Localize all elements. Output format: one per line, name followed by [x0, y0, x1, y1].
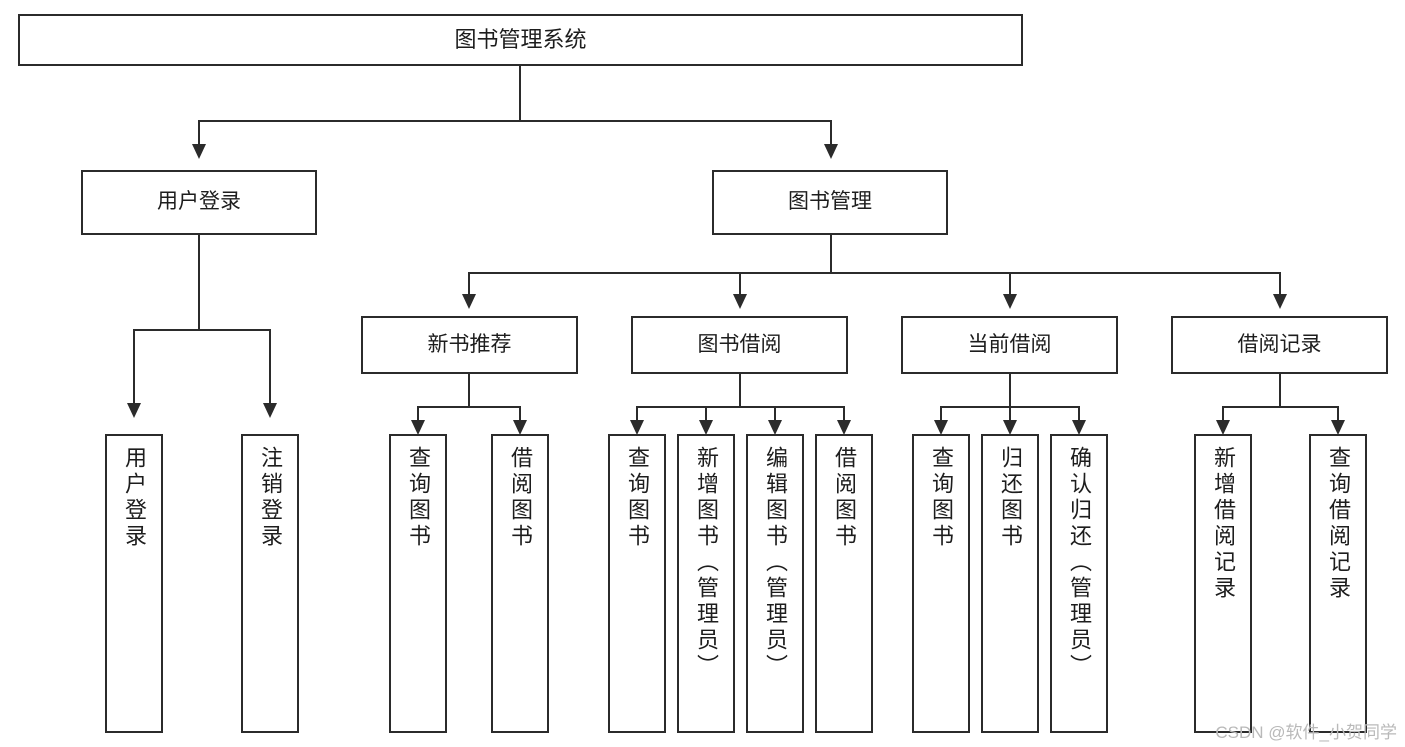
- connector-new-book-rec-stem: [468, 374, 470, 408]
- connector-to-current-borrow: [1009, 272, 1011, 296]
- arrowhead-leaf-borrow-book-2: [837, 420, 851, 435]
- arrowhead-leaf-borrow-book-1: [513, 420, 527, 435]
- node-book-borrow[interactable]: 图书借阅: [631, 316, 848, 374]
- connector-current-borrow-stem: [1009, 374, 1011, 408]
- node-label: 借阅图书: [832, 446, 857, 550]
- leaf-edit-book-admin[interactable]: 编辑图书（管理员）: [746, 434, 804, 733]
- arrowhead-leaf-logout: [263, 403, 277, 418]
- connector-new-book-rec-left: [417, 406, 419, 422]
- connector-borrow-record-bus: [1222, 406, 1339, 408]
- node-label: 新书推荐: [427, 332, 512, 356]
- node-label: 新增借阅记录: [1211, 446, 1236, 602]
- arrowhead-leaf-add-record: [1216, 420, 1230, 435]
- node-current-borrow[interactable]: 当前借阅: [901, 316, 1118, 374]
- node-label: 当前借阅: [967, 332, 1052, 356]
- connector-current-borrow-c3: [1078, 406, 1080, 422]
- node-label: 用户登录: [157, 190, 241, 214]
- connector-current-borrow-c2: [1009, 406, 1011, 422]
- arrowhead-leaf-query-book-1: [411, 420, 425, 435]
- node-label: 新增图书（管理员）: [694, 446, 719, 680]
- connector-to-book-borrow: [739, 272, 741, 296]
- connector-user-login-left: [133, 329, 135, 405]
- node-label: 图书借阅: [697, 332, 782, 356]
- leaf-add-book-admin[interactable]: 新增图书（管理员）: [677, 434, 735, 733]
- arrowhead-leaf-query-book-2: [630, 420, 644, 435]
- connector-user-login-bus: [133, 329, 270, 331]
- arrowhead-leaf-query-record: [1331, 420, 1345, 435]
- node-label: 归还图书: [998, 446, 1023, 550]
- leaf-borrow-book-2[interactable]: 借阅图书: [815, 434, 873, 733]
- arrowhead-new-book-rec: [462, 294, 476, 309]
- connector-root-to-user-login: [198, 120, 200, 146]
- connector-book-borrow-stem: [739, 374, 741, 408]
- arrowhead-borrow-record: [1273, 294, 1287, 309]
- arrowhead-leaf-return-book: [1003, 420, 1017, 435]
- arrowhead-leaf-query-book-3: [934, 420, 948, 435]
- leaf-user-login[interactable]: 用户登录: [105, 434, 163, 733]
- node-label: 查询图书: [406, 446, 431, 550]
- arrowhead-book-manage: [824, 144, 838, 159]
- node-label: 图书管理系统: [454, 27, 587, 53]
- leaf-logout[interactable]: 注销登录: [241, 434, 299, 733]
- connector-root-stem: [519, 66, 521, 121]
- connector-borrow-record-stem: [1279, 374, 1281, 408]
- leaf-borrow-book-1[interactable]: 借阅图书: [491, 434, 549, 733]
- node-label: 查询图书: [625, 446, 650, 550]
- connector-current-borrow-c1: [940, 406, 942, 422]
- leaf-add-borrow-record[interactable]: 新增借阅记录: [1194, 434, 1252, 733]
- connector-user-login-stem: [198, 235, 200, 331]
- connector-book-borrow-c3: [774, 406, 776, 422]
- arrowhead-leaf-add-book: [699, 420, 713, 435]
- arrowhead-leaf-edit-book: [768, 420, 782, 435]
- arrowhead-leaf-user-login: [127, 403, 141, 418]
- node-label: 注销登录: [258, 446, 283, 550]
- connector-book-borrow-c4: [843, 406, 845, 422]
- leaf-return-book[interactable]: 归还图书: [981, 434, 1039, 733]
- connector-new-book-rec-right: [519, 406, 521, 422]
- arrowhead-leaf-confirm-return: [1072, 420, 1086, 435]
- node-label: 编辑图书（管理员）: [763, 446, 788, 680]
- leaf-query-book-3[interactable]: 查询图书: [912, 434, 970, 733]
- node-book-manage[interactable]: 图书管理: [712, 170, 948, 235]
- node-label: 借阅图书: [508, 446, 533, 550]
- node-user-login[interactable]: 用户登录: [81, 170, 317, 235]
- leaf-query-book-2[interactable]: 查询图书: [608, 434, 666, 733]
- arrowhead-user-login: [192, 144, 206, 159]
- node-label: 确认归还（管理员）: [1067, 446, 1092, 680]
- node-label: 查询图书: [929, 446, 954, 550]
- connector-book-manage-bus: [468, 272, 1280, 274]
- arrowhead-current-borrow: [1003, 294, 1017, 309]
- connector-root-bus: [198, 120, 832, 122]
- leaf-confirm-return-admin[interactable]: 确认归还（管理员）: [1050, 434, 1108, 733]
- connector-to-borrow-record: [1279, 272, 1281, 296]
- node-label: 用户登录: [122, 446, 147, 550]
- leaf-query-borrow-record[interactable]: 查询借阅记录: [1309, 434, 1367, 733]
- connector-book-borrow-c1: [636, 406, 638, 422]
- connector-book-manage-stem: [830, 235, 832, 274]
- connector-user-login-right: [269, 329, 271, 405]
- node-borrow-record[interactable]: 借阅记录: [1171, 316, 1388, 374]
- node-label: 图书管理: [788, 190, 872, 214]
- leaf-query-book-1[interactable]: 查询图书: [389, 434, 447, 733]
- connector-borrow-record-right: [1337, 406, 1339, 422]
- connector-book-borrow-bus: [636, 406, 845, 408]
- node-root-system[interactable]: 图书管理系统: [18, 14, 1023, 66]
- node-label: 查询借阅记录: [1326, 446, 1351, 602]
- connector-borrow-record-left: [1222, 406, 1224, 422]
- connector-new-book-rec-bus: [417, 406, 521, 408]
- connector-to-new-book-rec: [468, 272, 470, 296]
- node-new-book-recommend[interactable]: 新书推荐: [361, 316, 578, 374]
- arrowhead-book-borrow: [733, 294, 747, 309]
- node-label: 借阅记录: [1237, 332, 1322, 356]
- connector-book-borrow-c2: [705, 406, 707, 422]
- connector-root-to-book-manage: [830, 120, 832, 146]
